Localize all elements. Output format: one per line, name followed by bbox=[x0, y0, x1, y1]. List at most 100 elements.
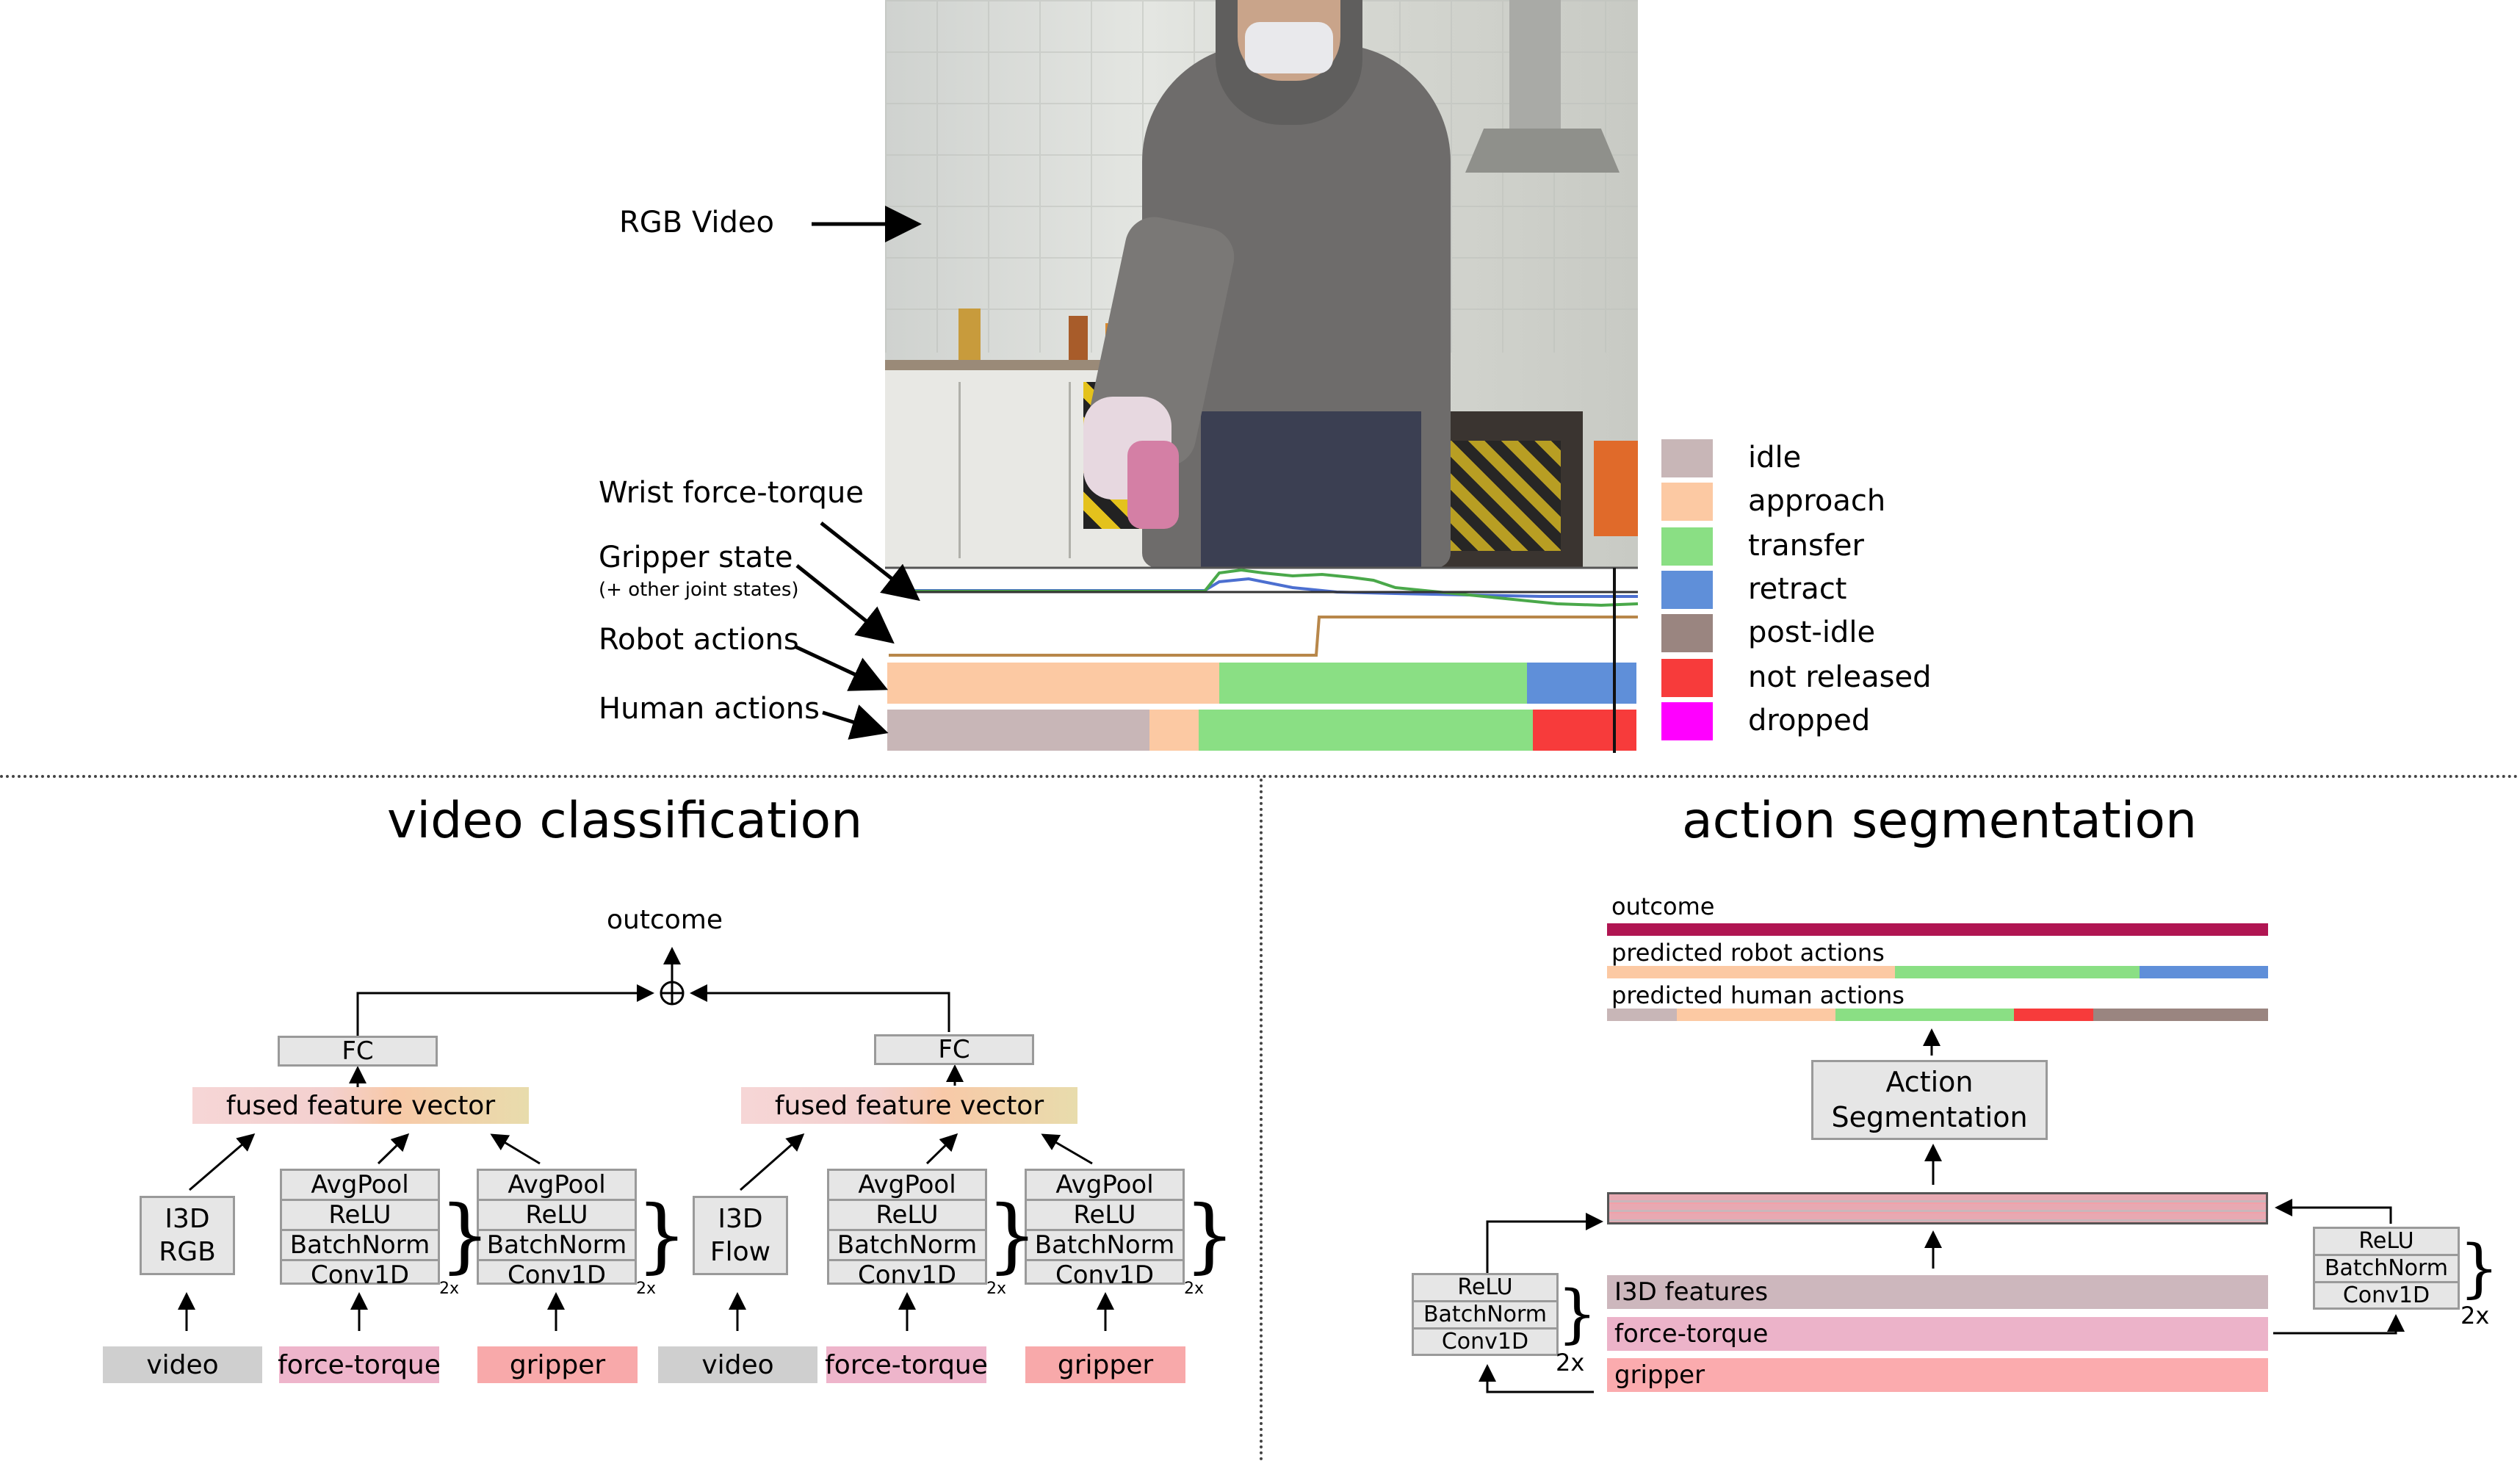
as-predicted-human-bar bbox=[1607, 1009, 2268, 1021]
relu-layer: ReLU bbox=[829, 1201, 985, 1231]
vc-left-video-input: video bbox=[103, 1346, 262, 1383]
gripper-state-label: Gripper state bbox=[599, 541, 793, 574]
batchnorm-layer: BatchNorm bbox=[1027, 1231, 1183, 1261]
legend-swatch-transfer bbox=[1661, 527, 1713, 566]
vc-right-gripper-layer-stack: AvgPool ReLU BatchNorm Conv1D bbox=[1025, 1169, 1185, 1288]
as-right-layer-stack: ReLU BatchNorm Conv1D bbox=[2313, 1227, 2460, 1310]
as-outcome-bar bbox=[1607, 923, 2268, 936]
batchnorm-layer: BatchNorm bbox=[1414, 1302, 1556, 1330]
sensor-timeseries-panel bbox=[885, 568, 1638, 660]
action-segmentation-block: Action Segmentation bbox=[1811, 1060, 2048, 1140]
vc-left-force-torque-input: force-torque bbox=[278, 1346, 441, 1383]
vc-i3d-rgb-line2: RGB bbox=[159, 1237, 216, 1267]
rgb-video-label: RGB Video bbox=[619, 206, 775, 239]
avgpool-layer: AvgPool bbox=[479, 1171, 635, 1201]
human-action-segment-approach bbox=[1149, 710, 1199, 751]
repeat-count: 2x bbox=[1184, 1280, 1205, 1298]
vc-right-fc: FC bbox=[874, 1034, 1034, 1065]
predicted-human-action-segment-transfer bbox=[1835, 1009, 2014, 1021]
repeat-brace-icon: } bbox=[636, 1188, 687, 1282]
batchnorm-layer: BatchNorm bbox=[829, 1231, 985, 1261]
relu-layer: ReLU bbox=[1414, 1275, 1556, 1302]
as-gripper-row: gripper bbox=[1607, 1358, 2268, 1392]
conv1d-layer: Conv1D bbox=[1055, 1260, 1155, 1290]
repeat-brace-icon: } bbox=[1557, 1277, 1597, 1351]
batchnorm-layer: BatchNorm bbox=[2315, 1256, 2458, 1283]
conv1d-layer: Conv1D bbox=[1441, 1329, 1529, 1354]
action-segmentation-title: action segmentation bbox=[1682, 792, 2198, 850]
as-block-line2: Segmentation bbox=[1831, 1100, 2028, 1133]
conv1d-layer: Conv1D bbox=[2342, 1283, 2430, 1308]
legend-label-transfer: transfer bbox=[1748, 529, 1864, 563]
vc-left-fc: FC bbox=[278, 1036, 438, 1067]
repeat-count: 2x bbox=[986, 1280, 1007, 1298]
human-action-segment-idle bbox=[887, 710, 1149, 751]
avgpool-layer: AvgPool bbox=[1027, 1171, 1183, 1201]
robot-action-segment-transfer bbox=[1219, 663, 1528, 704]
vc-i3d-flow-line1: I3D bbox=[718, 1204, 763, 1234]
rgb-video-frame bbox=[885, 0, 1638, 568]
repeat-count: 2x bbox=[1556, 1349, 1585, 1377]
horizontal-separator bbox=[0, 775, 2520, 778]
human-actions-bar bbox=[887, 710, 1636, 751]
legend-swatch-not-released bbox=[1661, 659, 1713, 697]
human-actions-label: Human actions bbox=[599, 692, 820, 726]
avgpool-layer: AvgPool bbox=[829, 1171, 985, 1201]
repeat-brace-icon: } bbox=[439, 1188, 491, 1282]
batchnorm-layer: BatchNorm bbox=[282, 1231, 438, 1261]
robot-action-segment-retract bbox=[1527, 663, 1636, 704]
as-i3d-features-row: I3D features bbox=[1607, 1275, 2268, 1309]
legend-label-post-idle: post-idle bbox=[1748, 616, 1876, 649]
predicted-human-action-segment-not-released bbox=[2013, 1009, 2093, 1021]
vc-outcome-label: outcome bbox=[607, 905, 723, 935]
as-fused-feature-stack bbox=[1607, 1192, 2268, 1224]
legend-label-retract: retract bbox=[1748, 572, 1847, 606]
as-force-torque-row: force-torque bbox=[1607, 1317, 2268, 1351]
vc-i3d-flow-block: I3D Flow bbox=[693, 1196, 788, 1275]
legend-label-dropped: dropped bbox=[1748, 704, 1871, 737]
vc-right-fused-label: fused feature vector bbox=[774, 1090, 1044, 1121]
vc-left-gripper-input: gripper bbox=[477, 1346, 638, 1383]
relu-layer: ReLU bbox=[1027, 1201, 1183, 1231]
video-classification-title: video classification bbox=[387, 792, 863, 850]
as-outcome-label: outcome bbox=[1611, 892, 1715, 920]
batchnorm-layer: BatchNorm bbox=[479, 1231, 635, 1261]
vc-i3d-flow-line2: Flow bbox=[710, 1237, 771, 1267]
legend-swatch-idle bbox=[1661, 439, 1713, 477]
vc-right-force-torque-input: force-torque bbox=[825, 1346, 988, 1383]
vc-right-fused-feature-vector: fused feature vector bbox=[741, 1087, 1077, 1124]
legend-swatch-approach bbox=[1661, 483, 1713, 521]
predicted-robot-action-segment-approach bbox=[1607, 966, 1895, 978]
repeat-count: 2x bbox=[636, 1280, 657, 1298]
vc-right-video-input: video bbox=[658, 1346, 817, 1383]
wrist-force-torque-label: Wrist force-torque bbox=[599, 476, 864, 510]
robot-actions-label: Robot actions bbox=[599, 623, 799, 657]
legend-label-idle: idle bbox=[1748, 441, 1802, 475]
predicted-human-action-segment-idle bbox=[1607, 1009, 1677, 1021]
conv1d-layer: Conv1D bbox=[310, 1260, 410, 1290]
conv1d-layer: Conv1D bbox=[857, 1260, 957, 1290]
robot-actions-bar bbox=[887, 663, 1636, 704]
vc-right-ft-layer-stack: AvgPool ReLU BatchNorm Conv1D bbox=[827, 1169, 987, 1288]
legend-swatch-post-idle bbox=[1661, 614, 1713, 652]
human-action-segment-not-released bbox=[1533, 710, 1636, 751]
time-cursor bbox=[1613, 568, 1617, 753]
avgpool-layer: AvgPool bbox=[282, 1171, 438, 1201]
vc-i3d-rgb-block: I3D RGB bbox=[140, 1196, 235, 1275]
conv1d-layer: Conv1D bbox=[507, 1260, 607, 1290]
relu-layer: ReLU bbox=[2315, 1229, 2458, 1256]
repeat-brace-icon: } bbox=[2459, 1232, 2499, 1305]
predicted-human-action-segment-post-idle bbox=[2093, 1009, 2268, 1021]
vc-left-fused-feature-vector: fused feature vector bbox=[192, 1087, 529, 1124]
legend-label-not-released: not released bbox=[1748, 660, 1932, 694]
legend-swatch-dropped bbox=[1661, 702, 1713, 740]
human-action-segment-transfer bbox=[1199, 710, 1534, 751]
as-left-layer-stack: ReLU BatchNorm Conv1D bbox=[1412, 1273, 1559, 1356]
vc-i3d-rgb-line1: I3D bbox=[165, 1204, 210, 1234]
as-predicted-human-label: predicted human actions bbox=[1611, 981, 1905, 1009]
